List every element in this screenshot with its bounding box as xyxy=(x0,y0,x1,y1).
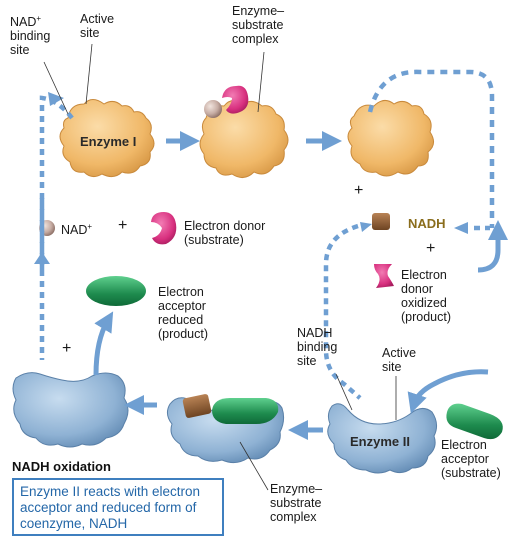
section-title: NADH oxidation xyxy=(12,459,111,474)
plus-sign-middle-right: + xyxy=(426,240,436,257)
electron-acceptor-reduced-label: Electron acceptor reduced (product) xyxy=(158,285,209,341)
electron-donor-oxidized-label: Electron donor oxidized (product) xyxy=(401,268,452,324)
enzyme-2-regenerated xyxy=(12,372,129,448)
reaction-arrows xyxy=(93,131,508,440)
enzyme-1 xyxy=(59,99,155,178)
nadh-label: NADH xyxy=(408,216,446,231)
dotted-cycle-arrows xyxy=(39,69,495,400)
active-site-top-label: Active site xyxy=(80,12,115,40)
electron-acceptor-reduced-molecule xyxy=(86,276,146,306)
enzyme-1-label: Enzyme I xyxy=(80,134,137,149)
enzyme-substrate-complex-bottom-label: Enzyme–substrate complex xyxy=(270,482,323,524)
enzyme-substrate-complex-1 xyxy=(199,85,289,178)
enzyme-2-label: Enzyme II xyxy=(350,434,410,449)
enzyme-substrate-complex-2 xyxy=(166,394,285,464)
electron-donor-substrate-label: Electron donor (substrate) xyxy=(184,219,266,247)
nadh-molecule xyxy=(372,213,390,230)
enzyme-1-regenerated xyxy=(347,100,434,177)
electron-acceptor-substrate-label: Electron acceptor (substrate) xyxy=(441,438,501,480)
nadh-binding-site-label: NADH binding site xyxy=(297,326,338,368)
plus-sign-top-right: + xyxy=(354,182,364,199)
electron-acceptor-substrate-molecule xyxy=(446,403,503,440)
active-site-bottom-label: Active site xyxy=(382,346,417,374)
enzyme-2 xyxy=(327,403,438,474)
electron-donor-oxidized-molecule xyxy=(374,264,394,288)
leader-lines xyxy=(43,43,397,491)
nad-plus-label: NAD+ xyxy=(61,222,93,238)
enzyme-substrate-complex-top-label: Enzyme–substrate complex xyxy=(232,4,285,46)
electron-donor-substrate-molecule xyxy=(151,212,177,245)
plus-sign-bottom-left: + xyxy=(62,340,72,357)
dotted-arrowheads xyxy=(34,92,468,264)
plus-sign-middle-left: + xyxy=(118,217,128,234)
nad-binding-site-label: NAD+ binding site xyxy=(10,14,51,58)
caption-box: Enzyme II reacts with electron acceptor … xyxy=(12,478,224,536)
